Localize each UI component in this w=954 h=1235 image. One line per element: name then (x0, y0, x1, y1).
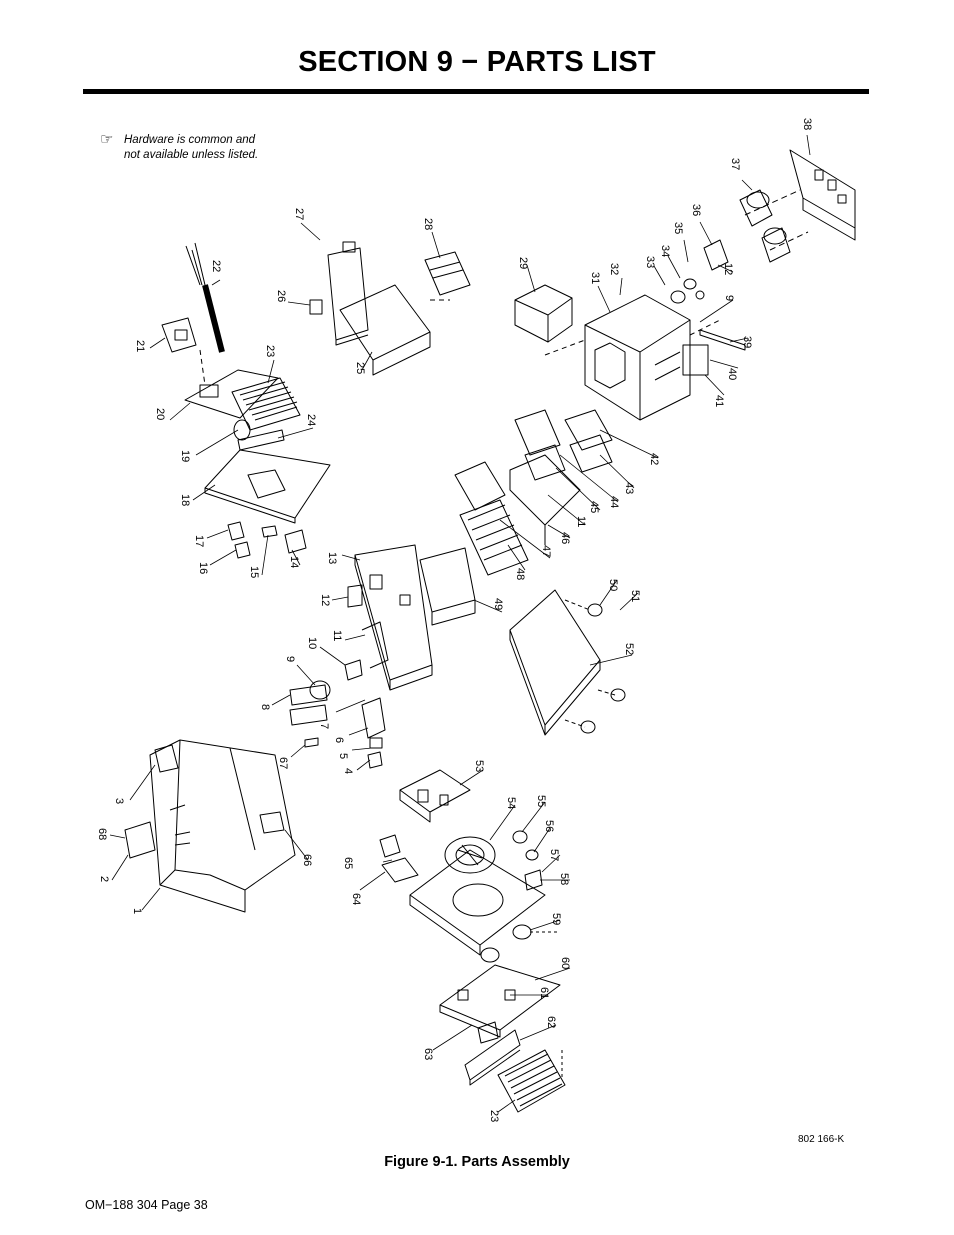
callout-49: 49 (492, 598, 504, 610)
callout-66: 66 (301, 854, 313, 866)
figure-caption: Figure 9-1. Parts Assembly (384, 1154, 570, 1170)
callout-51: 51 (629, 590, 641, 602)
callout-33: 33 (644, 256, 656, 268)
callout-9: 9 (284, 656, 296, 662)
callout-25: 25 (354, 362, 366, 374)
callout-67: 67 (277, 757, 289, 769)
leader-lines (109, 134, 811, 1113)
callout-54: 54 (505, 797, 517, 809)
callout-57: 57 (548, 849, 560, 861)
callout-29: 29 (517, 257, 529, 269)
callout-27: 27 (293, 208, 305, 220)
callout-47: 47 (540, 545, 552, 557)
callout-48: 48 (514, 568, 526, 580)
callout-5: 5 (337, 753, 349, 759)
title-rule (83, 89, 869, 94)
callout-55: 55 (535, 795, 547, 807)
callout-34: 34 (659, 245, 671, 257)
callout-46: 46 (559, 532, 571, 544)
callout-12: 12 (319, 594, 331, 606)
callout-14: 14 (288, 556, 300, 568)
callout-28: 28 (422, 218, 434, 230)
callout-23b: 23 (488, 1110, 500, 1122)
callout-45: 45 (588, 501, 600, 513)
note-line-1: Hardware is common and (124, 134, 256, 146)
callout-10: 10 (306, 637, 318, 649)
callout-9b: 9 (723, 295, 735, 301)
callout-labels: 38 37 36 35 34 33 32 31 29 28 27 26 25 2… (96, 118, 813, 1122)
page-footer: OM−188 304 Page 38 (85, 1198, 208, 1212)
callout-13: 13 (326, 552, 338, 564)
callout-60: 60 (559, 957, 571, 969)
callout-42: 42 (648, 453, 660, 465)
callout-53: 53 (473, 760, 485, 772)
page-title: SECTION 9 − PARTS LIST (298, 46, 656, 78)
callout-21: 21 (134, 340, 146, 352)
callout-38: 38 (801, 118, 813, 130)
callout-50: 50 (607, 579, 619, 591)
callout-24: 24 (305, 414, 317, 426)
callout-31: 31 (589, 272, 601, 284)
callout-23: 23 (264, 345, 276, 357)
callout-16: 16 (197, 562, 209, 574)
callout-1: 1 (131, 908, 143, 914)
callout-11: 11 (331, 630, 343, 641)
callout-61: 61 (538, 987, 550, 999)
callout-65: 65 (342, 857, 354, 869)
callout-59: 59 (550, 913, 562, 925)
drawing-number: 802 166-K (798, 1134, 845, 1145)
callout-26: 26 (275, 290, 287, 302)
callout-12b: 12 (722, 263, 734, 275)
callout-6: 6 (333, 737, 345, 743)
callout-64: 64 (350, 893, 362, 905)
callout-11b: 11 (575, 516, 587, 527)
callout-2: 2 (98, 876, 110, 882)
callout-52: 52 (623, 643, 635, 655)
callout-37: 37 (729, 158, 741, 170)
drawing-linework (124, 149, 856, 1113)
callout-22: 22 (210, 260, 222, 272)
callout-62: 62 (545, 1016, 557, 1028)
callout-7: 7 (318, 723, 330, 729)
callout-44: 44 (608, 496, 620, 508)
callout-40: 40 (726, 368, 738, 380)
callout-4: 4 (342, 768, 354, 774)
callout-39: 39 (741, 336, 753, 348)
callout-32: 32 (608, 263, 620, 275)
callout-56: 56 (543, 820, 555, 832)
pointing-hand-icon: ☞ (100, 131, 114, 148)
callout-17: 17 (193, 535, 205, 547)
callout-58: 58 (558, 873, 570, 885)
callout-35: 35 (672, 222, 684, 234)
callout-8: 8 (259, 704, 271, 710)
callout-41: 41 (713, 395, 725, 407)
callout-63: 63 (422, 1048, 434, 1060)
callout-18: 18 (179, 494, 191, 506)
callout-19: 19 (179, 450, 191, 462)
callout-43: 43 (623, 482, 635, 494)
callout-15: 15 (248, 566, 260, 578)
callout-68: 68 (96, 828, 108, 840)
callout-36: 36 (690, 204, 702, 216)
callout-20: 20 (154, 408, 166, 420)
callout-3: 3 (113, 798, 125, 804)
note-line-2: not available unless listed. (124, 149, 259, 161)
